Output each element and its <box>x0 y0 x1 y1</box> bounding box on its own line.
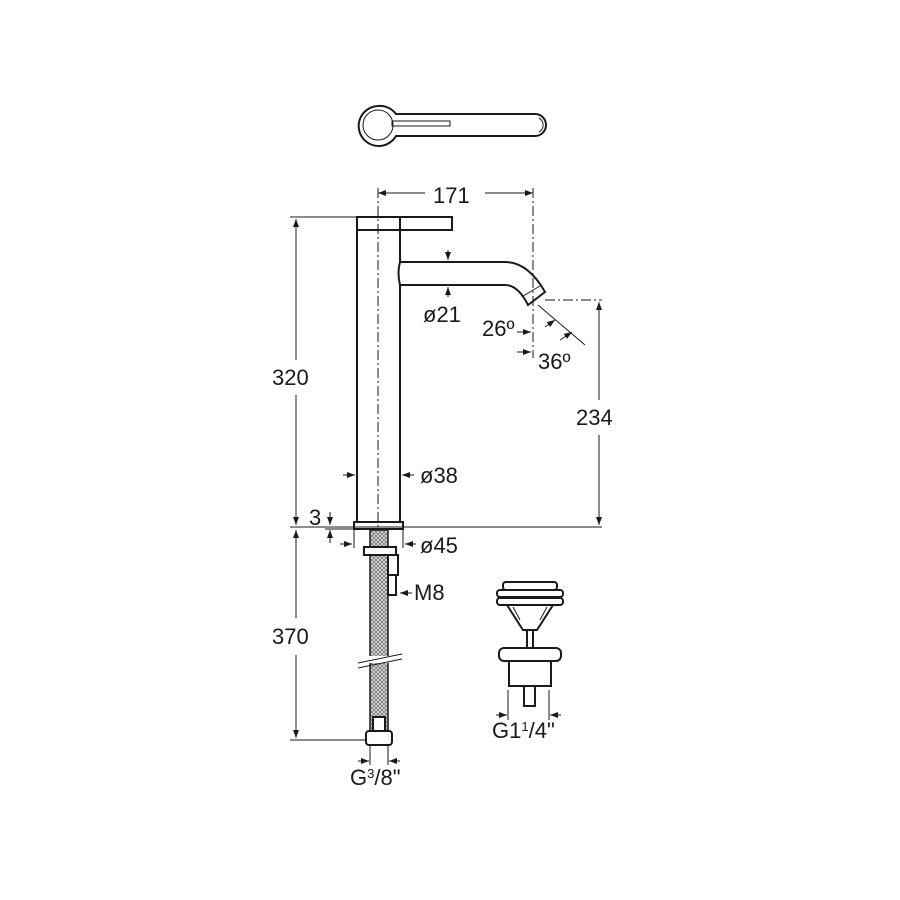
dim-spout-height: 234 <box>576 405 613 430</box>
dim-waste-thread: G11/4" <box>492 718 555 743</box>
supply-hose <box>357 529 403 746</box>
dim-total-height: 320 <box>272 365 309 390</box>
dim-hose-thread: G3/8" <box>350 765 401 790</box>
dim-spout-diameter: ø21 <box>423 302 461 327</box>
dim-spout-reach: 171 <box>433 183 470 208</box>
dim-angle-2: 36º <box>538 349 571 374</box>
dim-angle-1: 26º <box>482 316 515 341</box>
waste-valve <box>496 581 564 707</box>
dim-hose-length: 370 <box>272 624 309 649</box>
dimension-labels: 171 ø21 26º 36º 320 234 ø38 3 ø45 M8 370… <box>272 183 613 790</box>
dim-base-diameter: ø45 <box>420 533 458 558</box>
top-view <box>357 104 547 147</box>
dim-body-diameter: ø38 <box>420 463 458 488</box>
dimension-lines <box>290 188 602 765</box>
dim-stud-thread: M8 <box>414 580 445 605</box>
dim-base-height: 3 <box>309 505 321 530</box>
